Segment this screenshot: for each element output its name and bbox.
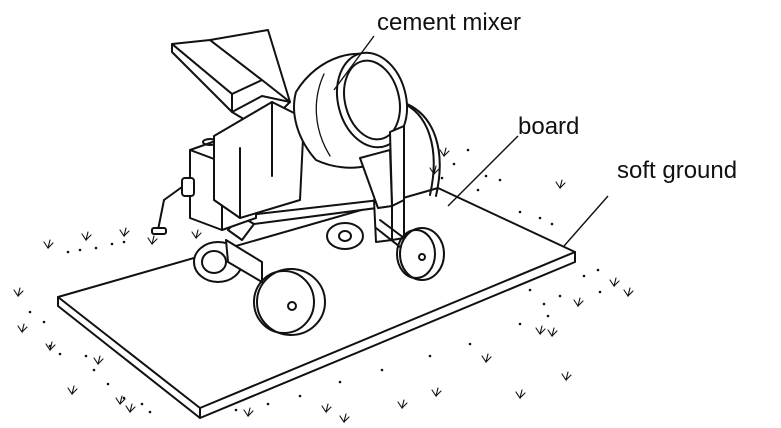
mixer-body bbox=[213, 101, 305, 219]
crank-handle bbox=[151, 177, 195, 235]
label-cement-mixer: cement mixer bbox=[333, 9, 521, 91]
label-soft-ground-text: soft ground bbox=[617, 157, 737, 184]
mixing-drum bbox=[293, 51, 408, 169]
rear-wheel bbox=[396, 227, 445, 281]
label-cement-mixer-text: cement mixer bbox=[377, 9, 521, 36]
cement-mixer bbox=[151, 29, 445, 336]
label-board-text: board bbox=[518, 113, 579, 140]
front-wheel bbox=[253, 268, 326, 336]
label-soft-ground: soft ground bbox=[563, 157, 737, 247]
back-wheel bbox=[326, 222, 364, 250]
hopper bbox=[171, 29, 291, 131]
soft-ground-texture bbox=[13, 147, 634, 424]
label-board: board bbox=[447, 113, 579, 207]
